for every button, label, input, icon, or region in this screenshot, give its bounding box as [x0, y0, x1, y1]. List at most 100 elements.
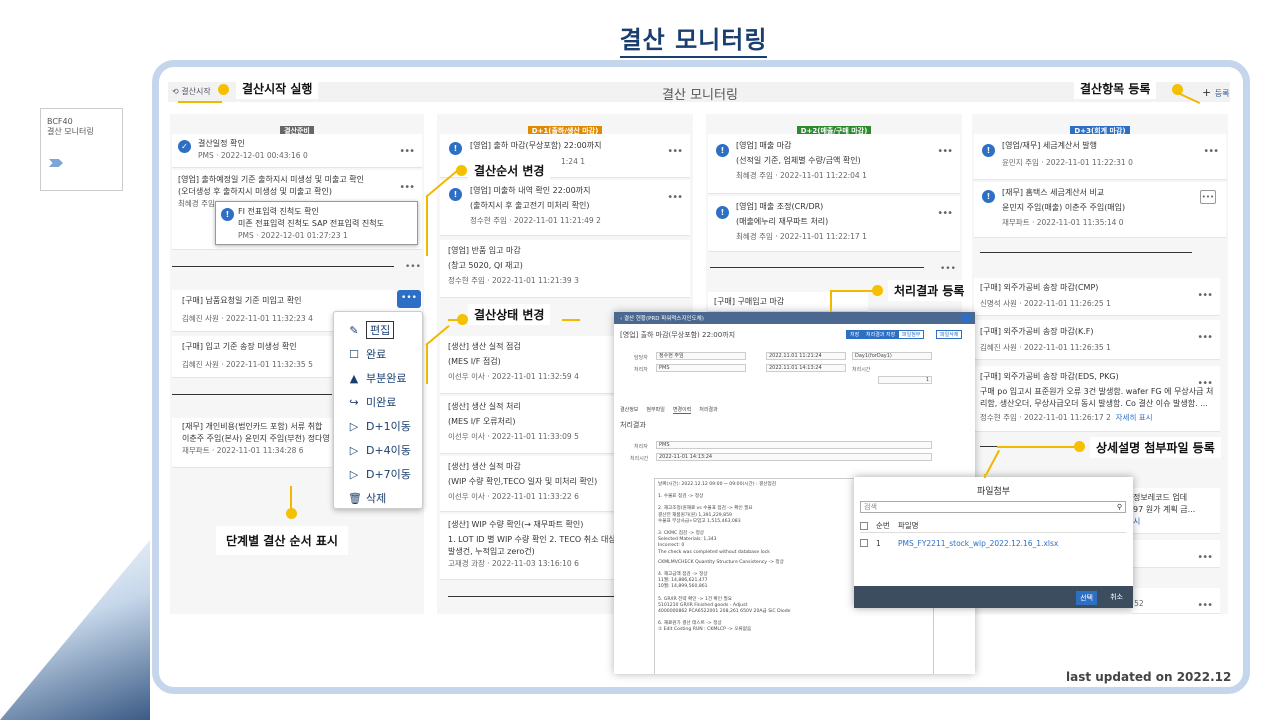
- add-item-button[interactable]: + 등록: [1202, 86, 1230, 99]
- tab-history[interactable]: 변경이력: [672, 407, 692, 414]
- show-more-link[interactable]: 자세히 표시: [1115, 413, 1153, 422]
- task-card[interactable]: [생산] 생산 실적 마감 (WIP 수량 확인,TECO 일자 및 미처리 확…: [440, 456, 615, 512]
- menu-complete[interactable]: ☐완료: [349, 347, 387, 362]
- select-all-checkbox[interactable]: [860, 521, 868, 530]
- task-card[interactable]: [재무] 개인비용(법인카드 포함) 서류 취합 이춘주 주임(본사) 윤민지 …: [172, 418, 332, 468]
- show-more-link[interactable]: 시: [1133, 517, 1141, 526]
- task-subtitle: (창고 5020, QI 재고): [448, 261, 523, 270]
- task-meta: 1:24 1: [561, 157, 585, 166]
- search-input[interactable]: 검색⚲: [860, 501, 1126, 513]
- more-icon[interactable]: •••: [405, 262, 421, 272]
- more-icon[interactable]: •••: [1197, 290, 1213, 301]
- task-card[interactable]: [생산] 생산 실적 점검 (MES I/F 점검) 이선우 이사 · 2022…: [440, 336, 615, 394]
- dragged-task-card[interactable]: ! FI 전표입력 진척도 확인 미존 전표입력 진척도 SAP 전표입력 진척…: [215, 201, 418, 245]
- save-result-button[interactable]: 처리결과 저장: [862, 330, 900, 339]
- menu-partial[interactable]: ▲부분완료: [349, 371, 407, 386]
- task-card[interactable]: [구매] 외주가공비 송장 마감(K.F) 김혜진 사원 · 2022-11-0…: [974, 320, 1220, 360]
- app-tile[interactable]: BCF40 결산 모니터링: [40, 108, 123, 191]
- select-button[interactable]: 선택: [1076, 591, 1097, 605]
- date-field[interactable]: 2022.11.01 11:21:24: [766, 352, 846, 360]
- more-icon[interactable]: •••: [1203, 146, 1219, 157]
- task-card[interactable]: ! [영업] 미출하 내역 확인 22:00까지 (출하지시 후 출고전기 미처…: [440, 180, 690, 236]
- more-icon[interactable]: •••: [1197, 332, 1213, 343]
- task-card[interactable]: ! [영업] 매출 조정(CR/DR) (매출에누리 재무파트 처리) 최혜경 …: [708, 196, 960, 252]
- task-card[interactable]: [구매] 입고 기준 송장 미생성 확인 김혜진 사원 · 2022-11-01…: [172, 336, 332, 378]
- more-button[interactable]: •••: [1200, 190, 1216, 204]
- order-field[interactable]: 1: [878, 376, 932, 384]
- day-field[interactable]: Day1(forDay1): [852, 352, 932, 360]
- more-icon[interactable]: •••: [937, 208, 953, 219]
- more-icon[interactable]: •••: [667, 146, 683, 157]
- date-field[interactable]: 2022.11.01 14:13:24: [766, 364, 846, 372]
- task-title: [재무] 개인비용(법인카드 포함) 서류 취합: [182, 422, 323, 431]
- more-button-active[interactable]: •••: [397, 290, 421, 308]
- tab-attachments[interactable]: 첨부파일: [646, 407, 665, 413]
- task-meta: 김혜진 사원 · 2022-11-01 11:26:35 1: [980, 343, 1111, 352]
- task-card[interactable]: ! [재무] 홈택스 세금계산서 비교 윤민지 주임(매출) 이춘주 주임(매입…: [974, 182, 1226, 238]
- processor-field[interactable]: PMS: [656, 364, 746, 372]
- task-card[interactable]: 정보레코드 업데 97 원가 계획 금... 시: [1130, 488, 1220, 534]
- result-text-area[interactable]: 날짜(시간): 2022.12.12 09:00 ~ 09:00(시간) : 결…: [654, 478, 934, 674]
- task-title: 결산일정 확인: [198, 139, 245, 148]
- task-meta: 이선우 이사 · 2022-11-01 11:32:59 4: [448, 372, 579, 381]
- more-icon[interactable]: •••: [1197, 552, 1213, 563]
- task-title: [구매] 입고 기준 송장 미생성 확인: [182, 342, 297, 351]
- task-title: [영업] 출하 마감(무상포함) 22:00까지: [470, 141, 602, 150]
- task-card[interactable]: [생산] WIP 수량 확인(→ 재무파트 확인) 1. LOT ID 별 WI…: [440, 514, 615, 580]
- more-icon[interactable]: •••: [399, 182, 415, 193]
- connector: [290, 486, 292, 514]
- file-link[interactable]: PMS_FY2211_stock_wip_2022.12.16_1.xlsx: [898, 538, 1059, 548]
- task-title: [생산] WIP 수량 확인(→ 재무파트 확인): [448, 520, 584, 529]
- task-card[interactable]: [영업] 반품 입고 마감 (창고 5020, QI 재고) 정수현 주임 · …: [440, 240, 690, 298]
- task-subtitle: (선적일 기준, 업체별 수량/금액 확인): [736, 156, 861, 165]
- save-button[interactable]: 저장: [846, 330, 864, 339]
- warning-icon: !: [982, 190, 995, 203]
- more-icon[interactable]: •••: [399, 146, 415, 157]
- field-label: 처리시간: [630, 456, 649, 462]
- task-card[interactable]: [구매] 구매입고 마감: [708, 292, 868, 312]
- task-card[interactable]: [구매] 외주가공비 송장 마감(CMP) 신명석 사원 · 2022-11-0…: [974, 278, 1220, 316]
- task-subtitle: 구매 po 입고시 표준원가 오류 3건 발생함. wafer FG 에 무상사…: [980, 387, 1214, 396]
- menu-edit[interactable]: ✎편집: [334, 318, 422, 342]
- task-card[interactable]: ! [영업/재무] 세금계산서 발행 윤민지 주임 · 2022-11-01 1…: [974, 134, 1226, 180]
- field-label: 처리시간: [852, 367, 871, 373]
- task-subtitle: (MES I/F 점검): [448, 357, 501, 366]
- more-icon[interactable]: •••: [667, 192, 683, 203]
- task-card[interactable]: ! [영업] 매출 마감 (선적일 기준, 업체별 수량/금액 확인) 최혜경 …: [708, 134, 960, 194]
- row-checkbox[interactable]: [860, 539, 868, 547]
- cancel-button[interactable]: 취소: [1110, 593, 1123, 601]
- task-title: [영업] 출하예정일 기준 출하지시 미생성 및 미출고 확인: [178, 175, 364, 184]
- user-avatar[interactable]: [961, 313, 971, 323]
- task-card[interactable]: [구매] 외주가공비 송장 마감(EDS, PKG) 구매 po 입고시 표준원…: [974, 366, 1220, 432]
- tab-result[interactable]: 처리결과: [699, 407, 718, 413]
- attach-file-button[interactable]: 파일첨부: [898, 330, 925, 339]
- menu-move-d7[interactable]: ▷D+7이동: [349, 467, 411, 482]
- menu-move-d1[interactable]: ▷D+1이동: [349, 419, 411, 434]
- menu-incomplete[interactable]: ↪미완료: [349, 395, 397, 410]
- delete-file-button[interactable]: 파일삭제: [936, 330, 963, 339]
- connector: [562, 319, 580, 321]
- more-icon[interactable]: •••: [1197, 600, 1213, 611]
- tab-info[interactable]: 결산정보: [620, 407, 639, 413]
- task-title: [구매] 외주가공비 송장 마감(EDS, PKG): [980, 372, 1119, 381]
- result-processor-field[interactable]: PMS: [656, 441, 932, 449]
- last-updated-note: last updated on 2022.12: [1066, 670, 1232, 684]
- task-subtitle: (출하지시 후 출고전기 미처리 확인): [470, 201, 590, 210]
- more-icon[interactable]: •••: [940, 264, 956, 274]
- more-icon[interactable]: •••: [1197, 378, 1213, 389]
- result-time-field[interactable]: 2022-11-01 14:13:24: [656, 453, 932, 461]
- task-card[interactable]: •••: [1132, 540, 1220, 568]
- task-title: [영업] 반품 입고 마감: [448, 246, 521, 255]
- file-row[interactable]: 1 PMS_FY2211_stock_wip_2022.12.16_1.xlsx: [860, 536, 1126, 550]
- task-card[interactable]: ✓ 결산일정 확인 PMS · 2022-12-01 00:43:16 0 ••…: [172, 134, 422, 168]
- menu-move-d4[interactable]: ▷D+4이동: [349, 443, 411, 458]
- menu-delete[interactable]: 🗑삭제: [348, 491, 387, 506]
- task-card[interactable]: 이춘주 과장 · 2022-11-01 11:49:32 52 •••: [1132, 588, 1220, 614]
- more-icon[interactable]: •••: [937, 146, 953, 157]
- task-meta: 최혜경 주임: [178, 199, 215, 208]
- task-subtitle: 미존 전표입력 진척도 SAP 전표입력 진척도: [238, 219, 384, 228]
- task-card[interactable]: [생산] 생산 실적 처리 (MES I/F 오류처리) 이선우 이사 · 20…: [440, 396, 615, 454]
- owner-field[interactable]: 정수현 주임: [656, 352, 746, 360]
- back-icon[interactable]: ‹: [620, 316, 624, 322]
- start-closing-button[interactable]: ⟲ 결산시작: [172, 87, 211, 96]
